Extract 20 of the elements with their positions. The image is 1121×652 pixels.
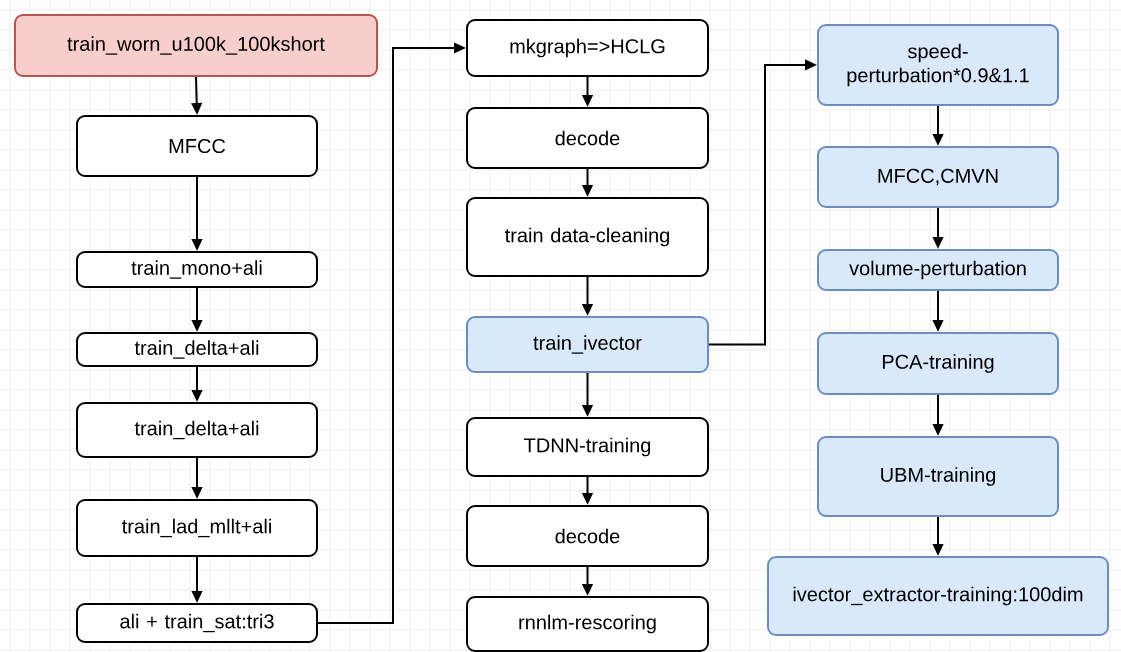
process-box: MFCC,CMVN bbox=[817, 146, 1059, 208]
process-box: volume-perturbation bbox=[817, 249, 1059, 291]
process-box: train_ivector bbox=[466, 316, 709, 373]
process-box: UBM-training bbox=[817, 436, 1059, 517]
process-box: MFCC bbox=[76, 115, 318, 177]
process-box: TDNN-training bbox=[466, 417, 709, 477]
process-box: train data-cleaning bbox=[466, 197, 709, 277]
process-box: PCA-training bbox=[817, 332, 1059, 395]
process-box: decode bbox=[466, 107, 709, 169]
process-box: decode bbox=[466, 505, 709, 567]
process-box: ivector_extractor-training:100dim bbox=[767, 556, 1109, 636]
process-box: rnnlm-rescoring bbox=[466, 596, 709, 652]
process-box: ali + train_sat:tri3 bbox=[76, 603, 318, 643]
process-box: train_worn_u100k_100kshort bbox=[14, 14, 378, 77]
process-box: train_delta+ali bbox=[76, 402, 318, 458]
process-box: train_delta+ali bbox=[76, 332, 318, 367]
process-box: mkgraph=>HCLG bbox=[466, 19, 709, 77]
process-box: train_lad_mllt+ali bbox=[76, 499, 318, 557]
process-box: speed-perturbation*0.9&1.1 bbox=[817, 24, 1059, 106]
process-box: train_mono+ali bbox=[76, 251, 318, 288]
